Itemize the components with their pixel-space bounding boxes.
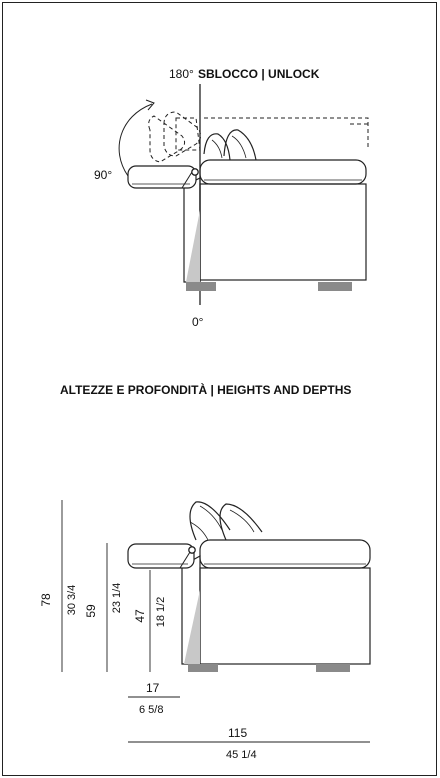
- dim-6-5-8: 6 5/8: [139, 704, 163, 716]
- sofa-body: [199, 567, 371, 665]
- dim-23-1-4: 23 1/4: [111, 583, 123, 614]
- dim-45-1-4: 45 1/4: [226, 749, 257, 761]
- ghost-armrest-positions: [148, 111, 369, 163]
- pivot-icon: [188, 546, 196, 554]
- dim-18-1-2: 18 1/2: [155, 597, 167, 628]
- label-180: 180°: [169, 67, 194, 81]
- dim-30-3-4: 30 3/4: [66, 585, 78, 616]
- seat-cushion: [199, 159, 367, 185]
- armrest: [127, 543, 195, 569]
- arrow-head-icon: [145, 99, 155, 111]
- heights-title: ALTEZZE E PROFONDITÀ | HEIGHTS AND DEPTH…: [60, 382, 351, 397]
- dim-47: 47: [133, 609, 147, 623]
- dim-115: 115: [228, 726, 247, 740]
- dim-78: 78: [39, 593, 53, 607]
- back-cushion: [223, 129, 257, 161]
- heights-diagram: [61, 500, 371, 743]
- unlock-title: SBLOCCO | UNLOCK: [198, 67, 320, 81]
- unlock-diagram: [118, 84, 369, 305]
- dim-59: 59: [84, 604, 98, 618]
- foot: [186, 282, 216, 291]
- foot: [316, 664, 350, 672]
- back-cushion: [203, 133, 231, 161]
- rotation-arrow-icon: [118, 103, 153, 177]
- label-0: 0°: [192, 315, 204, 329]
- back-cushion: [219, 503, 263, 541]
- label-90: 90°: [94, 168, 112, 182]
- foot: [188, 664, 218, 672]
- sofa-body: [199, 183, 367, 281]
- pivot-icon: [191, 168, 199, 176]
- armrest: [127, 165, 197, 189]
- dim-17: 17: [146, 681, 160, 695]
- back-cushion: [189, 501, 231, 541]
- foot: [318, 282, 352, 291]
